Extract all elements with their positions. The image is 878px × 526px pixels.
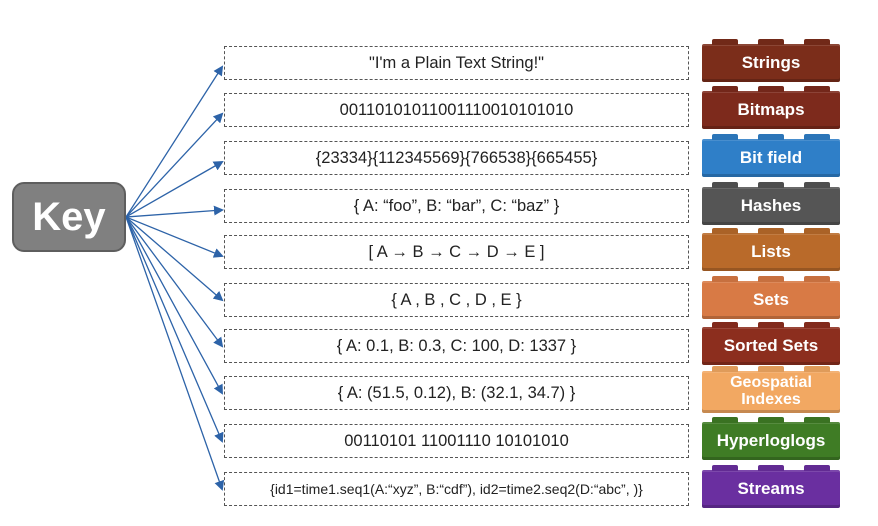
arrow (125, 205, 224, 218)
brick-stud (804, 134, 830, 140)
type-brick: Streams (702, 465, 840, 508)
arrow (125, 216, 225, 491)
brick-stud (712, 366, 738, 372)
arrow (125, 112, 224, 218)
value-box: {23334}{112345569}{766538}{665455} (224, 141, 689, 175)
arrow (125, 216, 223, 395)
key-box: Key (12, 182, 126, 252)
value-text: 00110101 11001110 10101010 (344, 431, 569, 450)
value-box: { A: “foo”, B: “bar”, C: “baz” } (224, 189, 689, 223)
type-brick: Geospatial Indexes (702, 366, 840, 413)
arrow (125, 216, 224, 348)
type-brick: Strings (702, 39, 840, 82)
brick-stud (712, 182, 738, 188)
brick-stud (758, 465, 784, 471)
value-box: { A , B , C , D , E } (224, 283, 689, 317)
brick-stud (804, 322, 830, 328)
brick-stud (712, 417, 738, 423)
type-label: Lists (751, 242, 791, 262)
brick-stud (712, 276, 738, 282)
type-brick: Sorted Sets (702, 322, 840, 365)
arrow (125, 216, 224, 443)
value-box: 00110101 11001110 10101010 (224, 424, 689, 458)
value-text: [ A → B → C → D → E ] (368, 242, 545, 261)
brick-stud (712, 86, 738, 92)
brick-stud (804, 276, 830, 282)
key-label: Key (32, 194, 106, 239)
brick-stud (712, 39, 738, 45)
brick-stud (758, 182, 784, 188)
brick-stud (758, 366, 784, 372)
brick-stud (804, 366, 830, 372)
value-box: { A: (51.5, 0.12), B: (32.1, 34.7) } (224, 376, 689, 410)
arrow (125, 216, 224, 258)
type-brick: Lists (702, 228, 840, 271)
type-label: Geospatial Indexes (730, 374, 812, 408)
brick-stud (758, 39, 784, 45)
type-brick: Bitmaps (702, 86, 840, 129)
brick-stud (758, 86, 784, 92)
value-text: { A: “foo”, B: “bar”, C: “baz” } (353, 196, 560, 215)
type-label: Sets (753, 290, 789, 310)
value-text: {23334}{112345569}{766538}{665455} (315, 148, 598, 167)
brick-stud (712, 465, 738, 471)
type-label: Strings (741, 53, 801, 73)
value-box: 00110101011001110010101010 (224, 93, 689, 127)
type-label: Bitmaps (737, 100, 805, 120)
value-box: [ A → B → C → D → E ] (224, 235, 689, 269)
brick-stud (758, 417, 784, 423)
type-label: Hyperloglogs (716, 431, 826, 451)
brick-stud (804, 228, 830, 234)
brick-stud (804, 465, 830, 471)
brick-stud (758, 322, 784, 328)
arrow (125, 65, 224, 218)
arrow (125, 161, 224, 218)
brick-stud (758, 276, 784, 282)
value-text: { A: (51.5, 0.12), B: (32.1, 34.7) } (337, 383, 576, 402)
arrow (125, 216, 224, 302)
brick-stud (712, 322, 738, 328)
type-label: Bit field (739, 148, 803, 168)
type-brick: Hyperloglogs (702, 417, 840, 460)
value-box: { A: 0.1, B: 0.3, C: 100, D: 1337 } (224, 329, 689, 363)
value-text: "I'm a Plain Text String!" (368, 53, 545, 72)
brick-stud (758, 228, 784, 234)
value-text: { A , B , C , D , E } (391, 290, 522, 309)
type-label: Sorted Sets (723, 336, 819, 356)
value-text: { A: 0.1, B: 0.3, C: 100, D: 1337 } (336, 336, 577, 355)
brick-stud (804, 86, 830, 92)
brick-stud (804, 417, 830, 423)
value-text: 00110101011001110010101010 (339, 100, 574, 119)
type-label: Streams (737, 479, 805, 499)
value-box: {id1=time1.seq1(A:“xyz”, B:“cdf”), id2=t… (224, 472, 689, 506)
type-brick: Bit field (702, 134, 840, 177)
brick-stud (804, 182, 830, 188)
brick-stud (712, 228, 738, 234)
type-label: Hashes (740, 196, 802, 216)
value-text: {id1=time1.seq1(A:“xyz”, B:“cdf”), id2=t… (270, 481, 643, 497)
brick-stud (712, 134, 738, 140)
type-brick: Sets (702, 276, 840, 319)
brick-stud (804, 39, 830, 45)
brick-stud (758, 134, 784, 140)
type-brick: Hashes (702, 182, 840, 225)
value-box: "I'm a Plain Text String!" (224, 46, 689, 80)
